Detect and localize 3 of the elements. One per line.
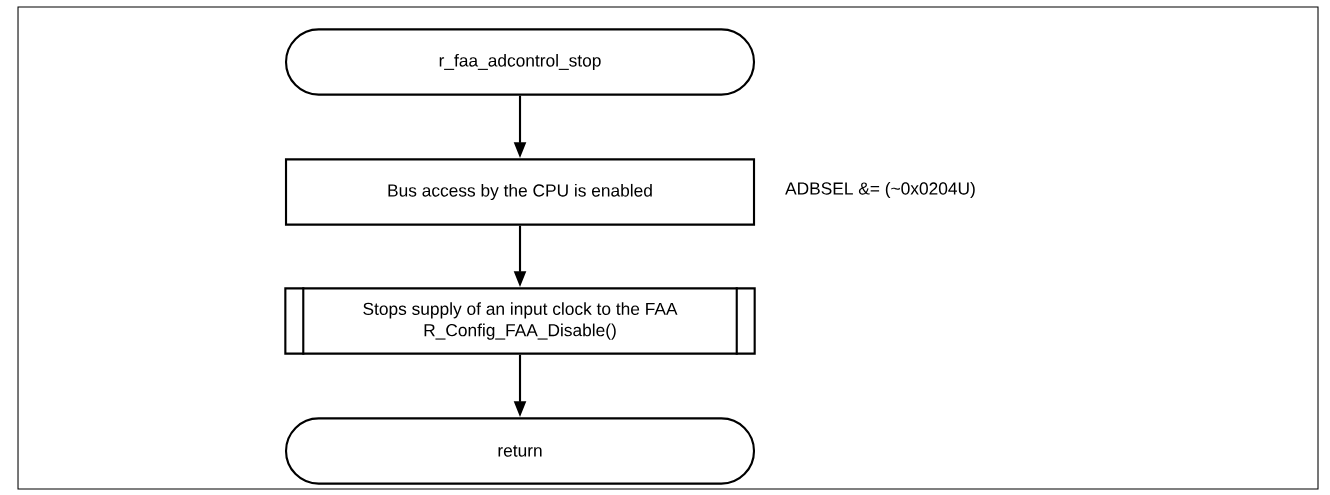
process-box: Bus access by the CPU is enabled bbox=[284, 158, 756, 226]
subroutine-box: Stops supply of an input clock to the FAA R_Config_FAA_Disable() bbox=[284, 287, 756, 355]
note-text: ADBSEL &= (~0x0204U) bbox=[785, 181, 975, 199]
